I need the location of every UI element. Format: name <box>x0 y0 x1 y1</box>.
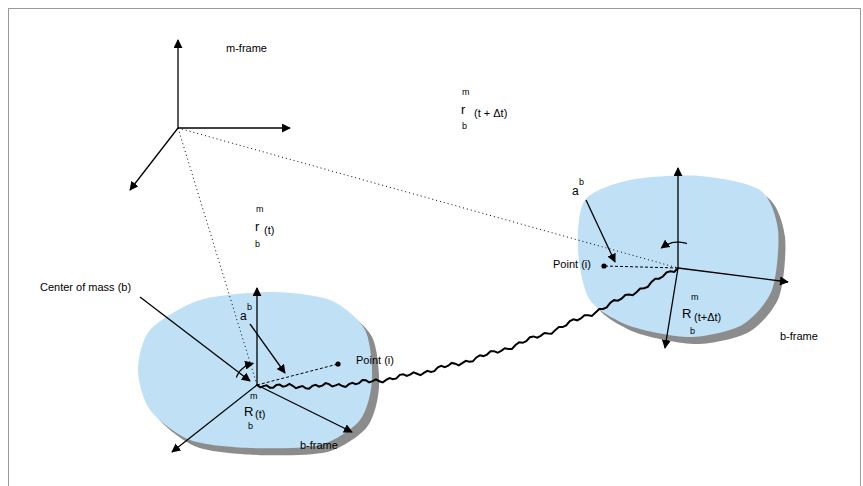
b-axis <box>678 268 788 282</box>
vector-symbol: r <box>255 220 259 233</box>
leader-arrow <box>586 200 615 262</box>
subscript: b <box>248 422 253 431</box>
b-axis <box>677 168 678 268</box>
b-axis <box>257 385 352 432</box>
point-dot <box>601 263 606 268</box>
leader-arrow <box>250 324 285 373</box>
m-axis <box>178 127 290 128</box>
superscript: b <box>247 303 252 312</box>
superscript: m <box>250 392 258 401</box>
vector-symbol: r <box>461 103 465 116</box>
point-label: Point (i) <box>553 259 591 270</box>
rotation-arrow <box>236 363 253 377</box>
point-dot <box>335 361 340 366</box>
subscript: b <box>690 327 695 336</box>
frame-label: m-frame <box>226 43 267 54</box>
superscript: m <box>462 88 470 97</box>
b-axis <box>172 385 257 452</box>
position-vector <box>178 128 678 268</box>
lever-arm <box>604 266 678 268</box>
superscript: m <box>256 205 264 214</box>
frame-label: b-frame <box>780 331 818 342</box>
rotation-arrow <box>661 242 687 248</box>
b-axis <box>665 268 678 348</box>
callout-label: Center of mass (b) <box>40 282 131 293</box>
time-argument: (t) <box>264 225 274 236</box>
m-axis <box>130 128 178 190</box>
time-argument: (t+Δt) <box>694 312 721 323</box>
trajectory <box>257 268 678 389</box>
position-vector <box>178 128 257 385</box>
vector-symbol: a <box>572 185 579 197</box>
superscript: m <box>691 293 699 302</box>
point-label: Point (i) <box>356 355 394 366</box>
time-argument: (t) <box>255 409 265 420</box>
rigid-body <box>138 292 372 448</box>
m-axis <box>177 40 178 128</box>
vector-symbol: a <box>240 310 247 322</box>
lever-arm <box>257 364 338 385</box>
frame-label: b-frame <box>300 440 338 451</box>
frame-border <box>9 9 861 486</box>
superscript: b <box>579 178 584 187</box>
b-axis <box>256 288 257 385</box>
leader-arrow <box>140 297 250 381</box>
matrix-symbol: R <box>682 307 691 320</box>
time-argument: (t + Δt) <box>474 108 507 119</box>
matrix-symbol: R <box>244 405 253 418</box>
subscript: b <box>255 240 260 249</box>
subscript: b <box>462 122 467 131</box>
